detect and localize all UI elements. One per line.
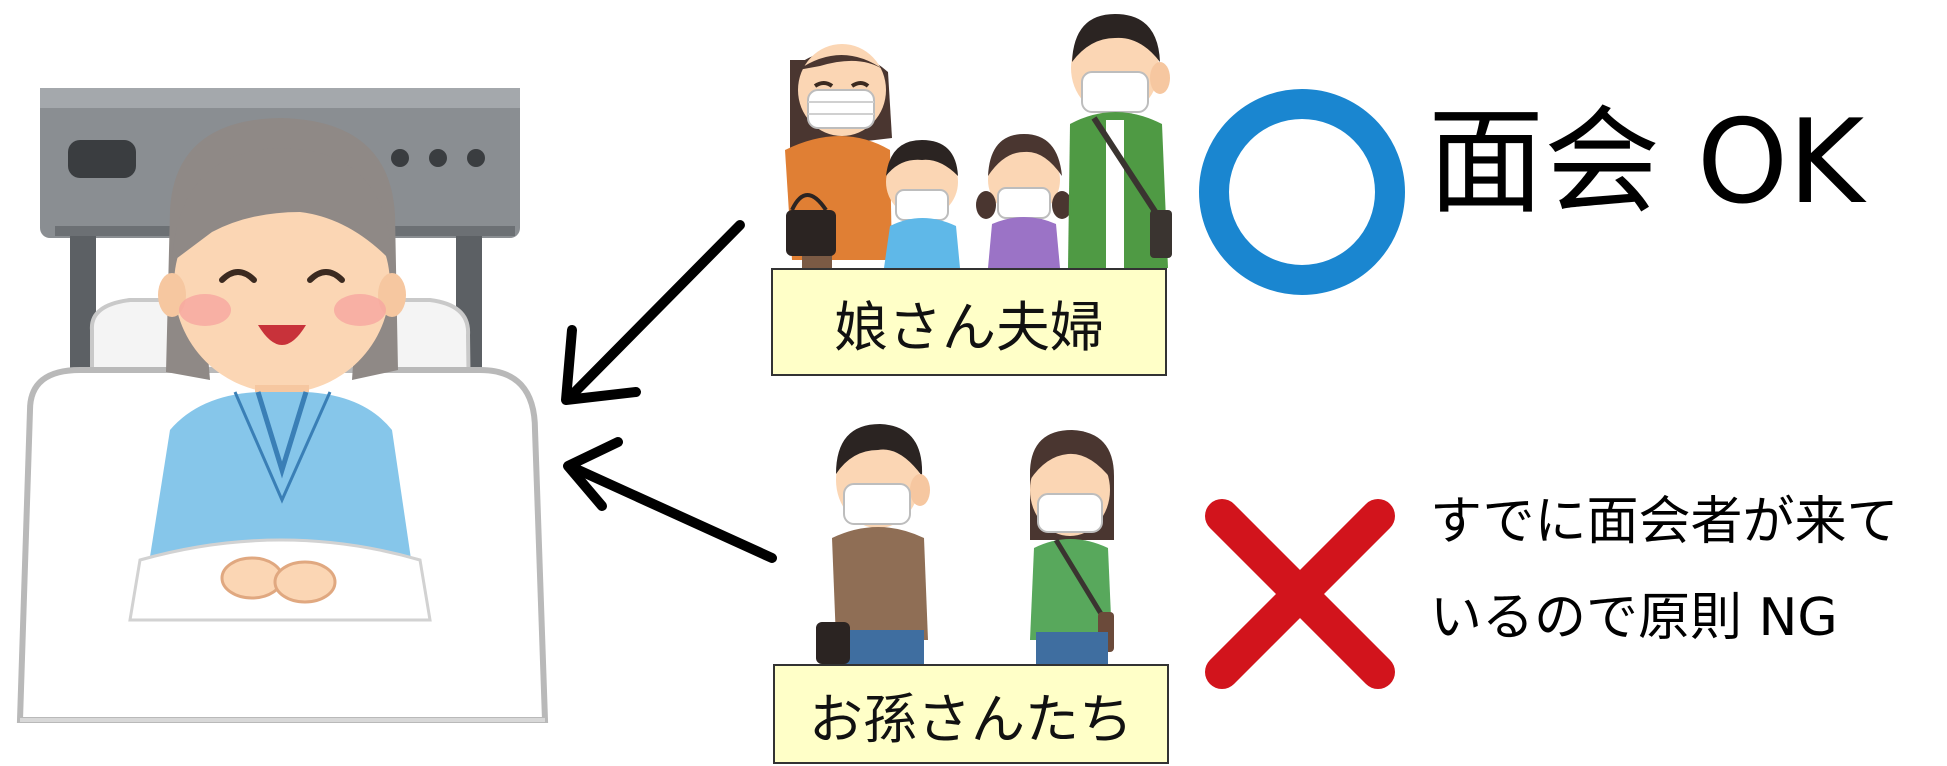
patient-in-bed xyxy=(16,88,549,723)
grandchildren-group xyxy=(816,424,1114,664)
ng-verdict-line-1: すでに面会者が来て xyxy=(1430,492,1899,552)
patient-face xyxy=(174,177,390,393)
grandson-icon xyxy=(816,424,930,664)
family-group xyxy=(785,14,1172,270)
granddaughter-icon xyxy=(1030,430,1114,664)
child-girl-icon xyxy=(976,134,1072,268)
ng-cross-icon xyxy=(1205,499,1395,689)
daughter-icon xyxy=(785,44,892,270)
grandchildren-label: お孫さんたち xyxy=(773,664,1169,764)
ok-verdict-text: 面会 OK xyxy=(1428,95,1865,230)
ok-circle-icon xyxy=(1199,89,1405,295)
husband-icon xyxy=(1068,14,1172,268)
child-boy-icon xyxy=(884,140,960,268)
ng-verdict-line-2: いるので原則 NG xyxy=(1430,588,1838,648)
family-couple-label: 娘さん夫婦 xyxy=(771,268,1167,376)
arrow-family-to-patient xyxy=(561,220,745,405)
arrow-grandchildren-to-patient xyxy=(563,437,777,563)
